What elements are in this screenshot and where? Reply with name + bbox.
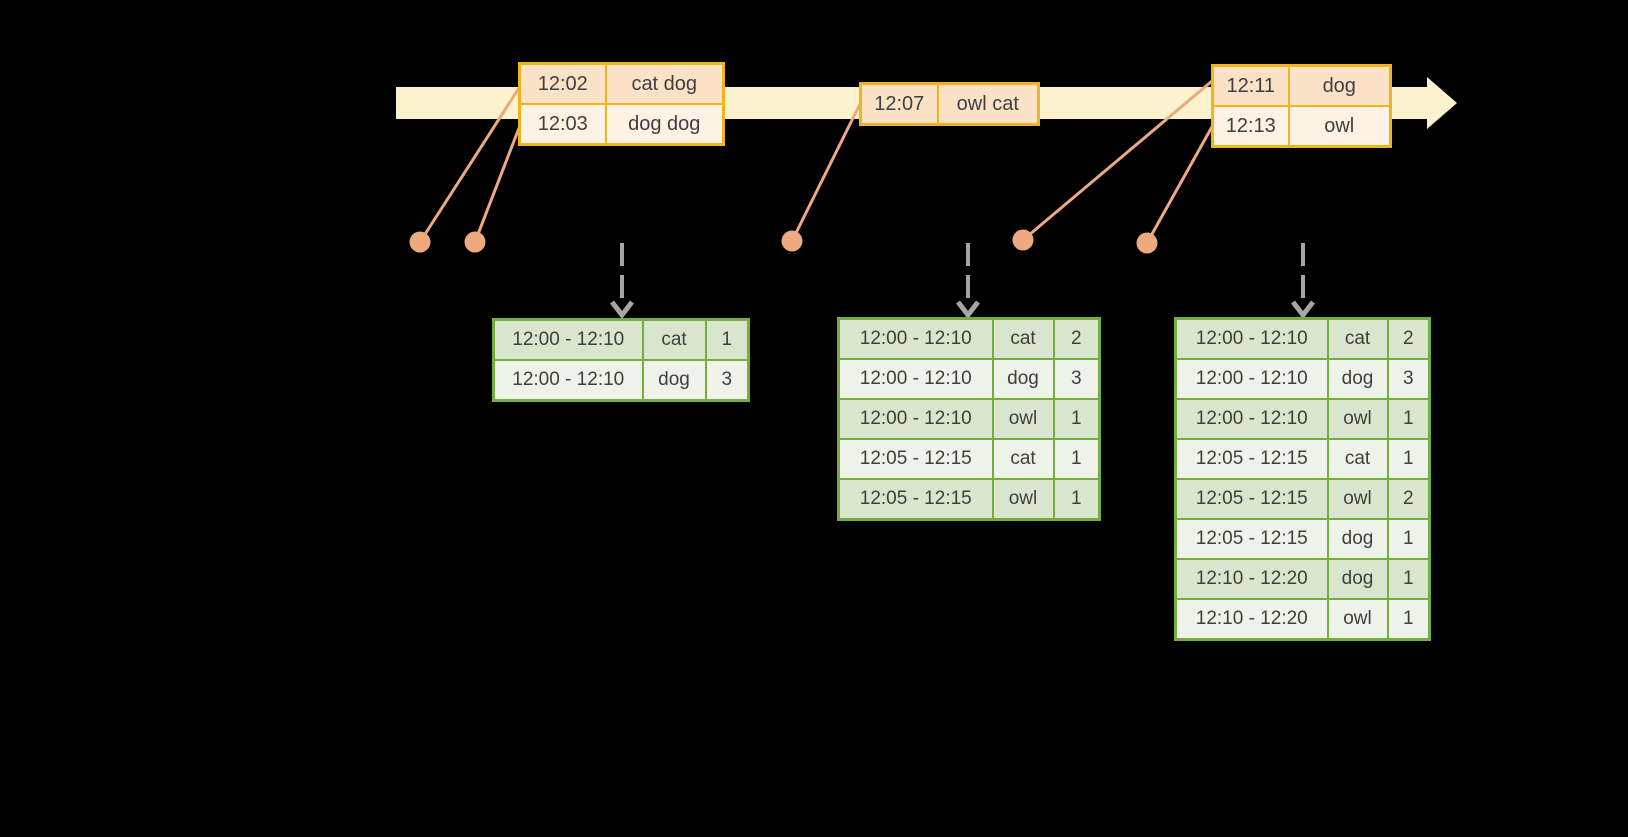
result-count-cell: 2 (1052, 317, 1101, 360)
event-table-2: 12:07 owl cat (859, 82, 1040, 126)
trigger-arrow-icon (956, 243, 980, 320)
result-count-cell: 1 (1386, 558, 1431, 600)
trigger-arrow-icon (1291, 243, 1315, 320)
table-row: 12:07 owl cat (859, 82, 1040, 126)
result-table-2: 12:00 - 12:10 cat 2 12:00 - 12:10 dog 3 … (837, 317, 1101, 521)
trigger-arrow-icon (610, 243, 634, 320)
result-word-cell: cat (1326, 438, 1389, 480)
event-dot-icon (1012, 229, 1034, 251)
event-time-cell: 12:03 (518, 103, 607, 146)
table-row: 12:00 - 12:10 dog 3 (492, 359, 750, 402)
result-count-cell: 1 (1386, 518, 1431, 560)
result-window-cell: 12:10 - 12:20 (1174, 558, 1329, 600)
result-count-cell: 3 (1052, 358, 1101, 400)
result-window-cell: 12:05 - 12:15 (837, 438, 994, 480)
result-window-cell: 12:00 - 12:10 (1174, 317, 1329, 360)
result-count-cell: 2 (1386, 317, 1431, 360)
timeline-arrowhead-icon (1427, 77, 1457, 129)
table-row: 12:00 - 12:10 owl 1 (837, 398, 1101, 440)
result-word-cell: dog (991, 358, 1055, 400)
result-table-3: 12:00 - 12:10 cat 2 12:00 - 12:10 dog 3 … (1174, 317, 1431, 641)
result-word-cell: dog (641, 359, 707, 402)
result-window-cell: 12:00 - 12:10 (837, 317, 994, 360)
event-dot-icon (464, 231, 486, 253)
table-row: 12:00 - 12:10 cat 2 (837, 317, 1101, 360)
table-row: 12:13 owl (1211, 105, 1392, 148)
result-word-cell: owl (1326, 598, 1389, 641)
connector-line (790, 101, 863, 242)
event-words-cell: owl (1287, 105, 1392, 148)
connector-line (1022, 79, 1213, 242)
result-word-cell: dog (1326, 518, 1389, 560)
result-window-cell: 12:00 - 12:10 (1174, 358, 1329, 400)
result-window-cell: 12:00 - 12:10 (1174, 398, 1329, 440)
table-row: 12:10 - 12:20 owl 1 (1174, 598, 1431, 641)
table-row: 12:05 - 12:15 cat 1 (1174, 438, 1431, 480)
result-word-cell: cat (1326, 317, 1389, 360)
event-words-cell: dog (1287, 64, 1392, 107)
result-count-cell: 1 (1052, 398, 1101, 440)
table-row: 12:02 cat dog (518, 62, 725, 105)
result-window-cell: 12:05 - 12:15 (1174, 478, 1329, 520)
result-count-cell: 3 (704, 359, 750, 402)
result-window-cell: 12:05 - 12:15 (837, 478, 994, 521)
result-count-cell: 1 (1386, 598, 1431, 641)
connector-line (473, 127, 521, 243)
result-count-cell: 1 (1386, 398, 1431, 440)
result-word-cell: owl (991, 398, 1055, 440)
table-row: 12:00 - 12:10 cat 2 (1174, 317, 1431, 360)
event-time-cell: 12:11 (1211, 64, 1290, 107)
result-window-cell: 12:10 - 12:20 (1174, 598, 1329, 641)
result-window-cell: 12:00 - 12:10 (837, 398, 994, 440)
table-row: 12:05 - 12:15 dog 1 (1174, 518, 1431, 560)
table-row: 12:05 - 12:15 owl 1 (837, 478, 1101, 521)
result-word-cell: cat (991, 317, 1055, 360)
event-words-cell: owl cat (936, 82, 1040, 126)
table-row: 12:00 - 12:10 dog 3 (1174, 358, 1431, 400)
result-word-cell: dog (1326, 358, 1389, 400)
connector-line (418, 87, 521, 243)
result-table-1: 12:00 - 12:10 cat 1 12:00 - 12:10 dog 3 (492, 318, 750, 402)
event-dot-icon (1136, 232, 1158, 254)
event-table-3: 12:11 dog 12:13 owl (1211, 64, 1392, 148)
table-row: 12:05 - 12:15 owl 2 (1174, 478, 1431, 520)
table-row: 12:10 - 12:20 dog 1 (1174, 558, 1431, 600)
connector-line (1145, 124, 1215, 244)
table-row: 12:03 dog dog (518, 103, 725, 146)
event-words-cell: dog dog (604, 103, 725, 146)
table-row: 12:05 - 12:15 cat 1 (837, 438, 1101, 480)
result-window-cell: 12:00 - 12:10 (492, 359, 644, 402)
table-row: 12:00 - 12:10 cat 1 (492, 318, 750, 361)
result-word-cell: cat (641, 318, 707, 361)
result-count-cell: 1 (704, 318, 750, 361)
event-dot-icon (781, 230, 803, 252)
result-word-cell: dog (1326, 558, 1389, 600)
event-table-1: 12:02 cat dog 12:03 dog dog (518, 62, 725, 146)
table-row: 12:00 - 12:10 owl 1 (1174, 398, 1431, 440)
result-window-cell: 12:05 - 12:15 (1174, 438, 1329, 480)
result-word-cell: owl (1326, 398, 1389, 440)
result-count-cell: 3 (1386, 358, 1431, 400)
event-time-cell: 12:02 (518, 62, 607, 105)
result-count-cell: 1 (1052, 478, 1101, 521)
result-word-cell: owl (1326, 478, 1389, 520)
result-count-cell: 2 (1386, 478, 1431, 520)
result-word-cell: cat (991, 438, 1055, 480)
table-row: 12:00 - 12:10 dog 3 (837, 358, 1101, 400)
result-word-cell: owl (991, 478, 1055, 521)
result-window-cell: 12:05 - 12:15 (1174, 518, 1329, 560)
table-row: 12:11 dog (1211, 64, 1392, 107)
result-window-cell: 12:00 - 12:10 (492, 318, 644, 361)
event-dot-icon (409, 231, 431, 253)
result-window-cell: 12:00 - 12:10 (837, 358, 994, 400)
event-time-cell: 12:13 (1211, 105, 1290, 148)
result-count-cell: 1 (1386, 438, 1431, 480)
event-words-cell: cat dog (604, 62, 725, 105)
result-count-cell: 1 (1052, 438, 1101, 480)
event-time-cell: 12:07 (859, 82, 939, 126)
